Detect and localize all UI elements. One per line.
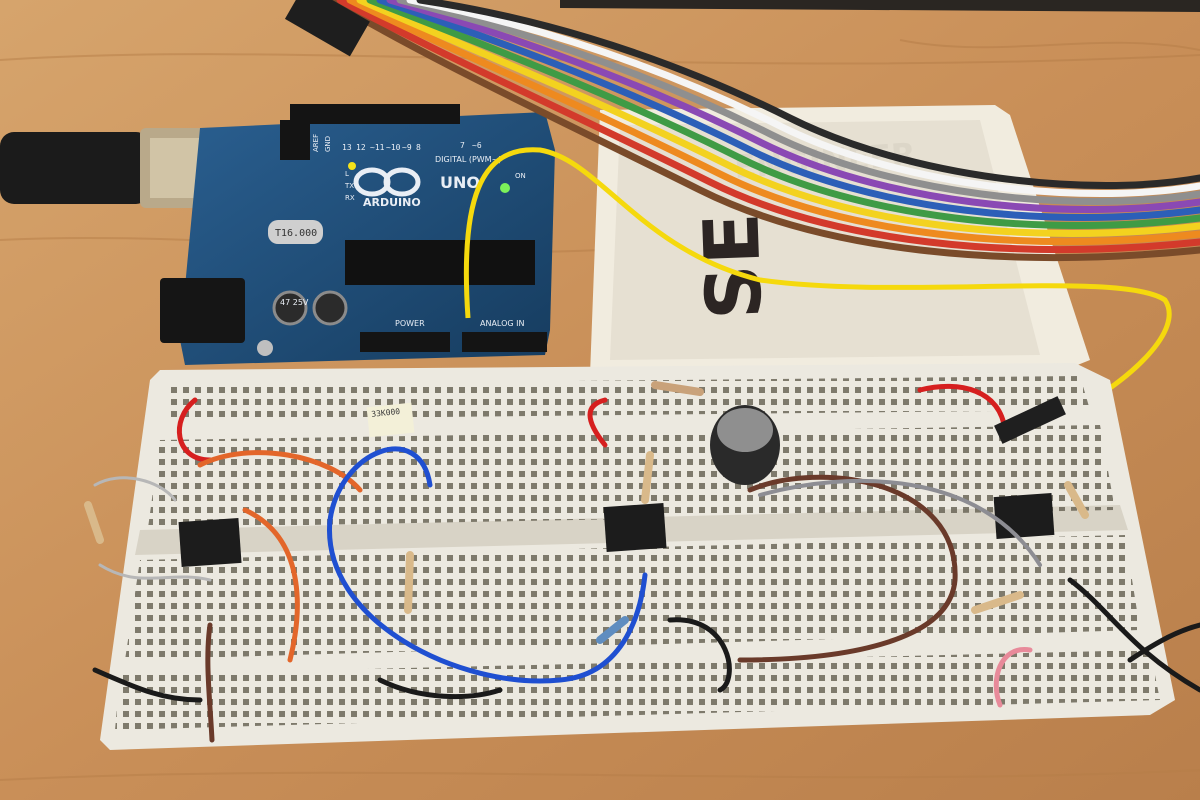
power-header-label: POWER <box>395 319 425 328</box>
label-aref: AREF <box>312 134 320 152</box>
pin-label-5: 8 <box>416 143 421 152</box>
arduino-model: UNO <box>440 173 480 192</box>
pin-label-7: ~6 <box>472 141 482 150</box>
label-l: L <box>345 170 349 178</box>
wire-black-2 <box>377 677 503 700</box>
crystal-label: T16.000 <box>275 228 317 239</box>
pin-label-6: 7 <box>460 141 465 150</box>
dc-power-jack <box>160 278 245 343</box>
wire-red-1 <box>177 397 213 463</box>
wire-gray-2 <box>93 476 177 502</box>
wire-brown-1 <box>737 474 958 663</box>
breadboard-holes-bottom <box>115 535 1160 730</box>
film-capacitor-label: 33K000 <box>371 407 401 419</box>
resistor-6 <box>1064 481 1089 519</box>
led-on-indicator <box>500 183 510 193</box>
wire-brown-2 <box>205 622 215 743</box>
wire-black-5 <box>1127 622 1200 663</box>
reset-button[interactable] <box>257 340 273 356</box>
ribbon-cable <box>326 0 1200 261</box>
dupont-connector <box>994 396 1066 444</box>
resistor-2 <box>641 451 654 504</box>
board-capacitor-label: 47 25V <box>280 298 309 307</box>
wire-pink-1 <box>993 647 1033 708</box>
label-gnd: GND <box>324 136 332 152</box>
film-capacitor: 33K000 <box>366 402 415 438</box>
label-rx: RX <box>345 194 355 202</box>
label-on: ON <box>515 172 526 180</box>
pin-label-3: ~10 <box>386 143 401 152</box>
board-capacitor-2 <box>312 290 348 326</box>
yellow-jumper-wire <box>463 147 1172 413</box>
digital-header-label: DIGITAL (PWM~) <box>435 155 501 164</box>
resistor-7 <box>651 381 704 396</box>
led-l-indicator <box>348 162 356 170</box>
resistors <box>84 381 1089 644</box>
wire-red-2 <box>587 397 608 448</box>
resistor-5 <box>971 591 1024 614</box>
wire-black-3 <box>667 617 732 693</box>
board-capacitor-1 <box>272 290 308 326</box>
wire-red-3 <box>917 383 1008 433</box>
wire-orange-2 <box>242 507 300 663</box>
dark-object-top <box>560 0 1200 12</box>
pin-label-0: 13 <box>342 143 352 152</box>
jumper-wires <box>92 383 1200 743</box>
analog-header-label: ANALOG IN <box>480 319 525 328</box>
atmega-chip <box>345 240 535 285</box>
analog-header <box>462 332 547 352</box>
tray-emboss-large: SE <box>686 211 779 321</box>
ic-chip-2 <box>603 502 667 553</box>
crystal-oscillator <box>268 220 323 244</box>
arduino-brand: ARDUINO <box>363 196 421 209</box>
resistor-1 <box>84 501 104 544</box>
electrolytic-capacitor <box>710 405 780 485</box>
pin-label-4: ~9 <box>402 143 412 152</box>
arduino-uno-board: 47 25V T16.000 ARDUINO UNO AREF GND 13 1… <box>160 104 555 365</box>
resistor-4 <box>596 616 629 644</box>
pin-label-1: 12 <box>356 143 366 152</box>
wire-black-1 <box>92 667 203 703</box>
wire-gray-3 <box>98 563 212 582</box>
wire-gray-1 <box>758 478 1042 567</box>
ribbon-connector <box>284 0 370 57</box>
ic-chip-1 <box>178 517 242 568</box>
ic-chip-3 <box>993 493 1055 539</box>
resistor-3 <box>404 551 414 614</box>
arduino-logo <box>353 167 421 197</box>
power-header <box>360 332 450 352</box>
digital-header <box>290 104 460 124</box>
wire-blue-1 <box>327 446 648 684</box>
left-header <box>280 120 310 160</box>
pin-label-2: ~11 <box>370 143 385 152</box>
label-tx: TX <box>344 182 354 190</box>
wire-black-4 <box>1067 577 1200 693</box>
